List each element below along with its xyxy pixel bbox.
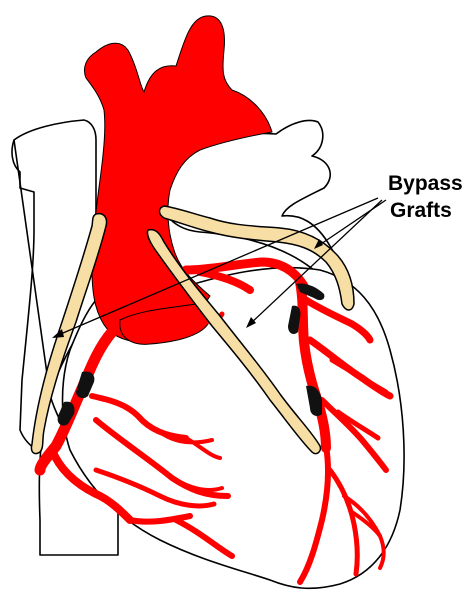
arrow-line-right xyxy=(318,200,386,246)
label-bypass: Bypass xyxy=(388,172,463,195)
label-grafts: Grafts xyxy=(390,199,452,222)
heart-outline xyxy=(12,120,404,588)
